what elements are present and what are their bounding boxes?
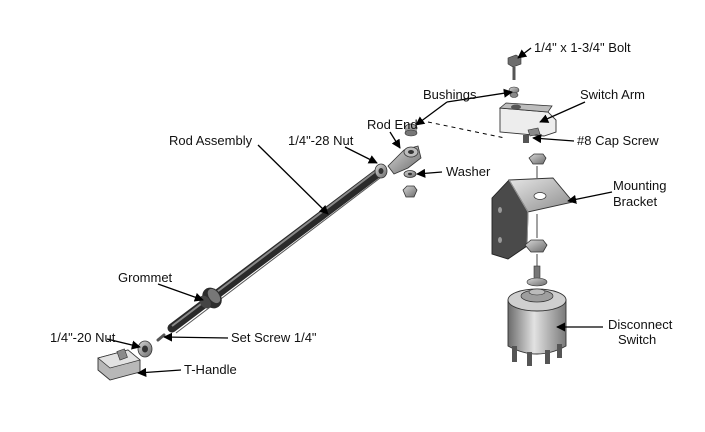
nut-20-part	[137, 340, 153, 358]
washer-part	[403, 170, 417, 178]
label-rod-assembly: Rod Assembly	[169, 133, 253, 148]
leader-bushings-a	[415, 101, 448, 126]
alignment-dash-line	[427, 121, 506, 139]
rod-assembly-part	[167, 165, 387, 334]
label-bushings: Bushings	[423, 87, 477, 102]
leader-mounting-bracket	[567, 191, 613, 204]
label-mounting-bracket-line1: Mounting	[613, 178, 666, 193]
leader-washer	[416, 168, 443, 178]
label-grommet: Grommet	[118, 270, 173, 285]
leader-bushings-b	[446, 88, 513, 103]
label-disconnect-switch-line1: Disconnect	[608, 317, 673, 332]
label-bolt: 1/4" x 1-3/4" Bolt	[534, 40, 631, 55]
label-mounting-bracket-line2: Bracket	[613, 194, 657, 209]
label-set-screw: Set Screw 1/4"	[231, 330, 317, 345]
leader-nut-20	[106, 338, 141, 350]
grommet-part	[199, 287, 222, 309]
label-washer: Washer	[446, 164, 491, 179]
rod-end-part	[387, 145, 422, 175]
leader-t-handle	[137, 367, 182, 377]
bracket-nut-part	[524, 239, 548, 253]
bushing-upper-part	[404, 123, 418, 137]
leader-bolt	[517, 47, 532, 59]
disconnect-switch-part	[507, 265, 567, 366]
set-screw-part	[156, 333, 166, 342]
t-handle-part	[97, 348, 141, 381]
leader-cap-screw	[532, 134, 575, 144]
label-nut-20: 1/4"-20 Nut	[50, 330, 116, 345]
label-cap-screw: #8 Cap Screw	[577, 133, 659, 148]
rod-end-lower-nut-part	[402, 185, 418, 198]
mounting-bracket-part	[491, 177, 574, 260]
label-rod-end: Rod End	[367, 117, 418, 132]
leader-switch-arm	[539, 101, 586, 123]
switch-arm-part	[498, 102, 557, 137]
label-switch-arm: Switch Arm	[580, 87, 645, 102]
cap-screw-part	[523, 135, 547, 165]
nut-28-part	[374, 163, 388, 179]
leader-nut-28	[344, 146, 378, 164]
label-nut-28: 1/4"-28 Nut	[288, 133, 354, 148]
label-disconnect-switch-line2: Switch	[618, 332, 656, 347]
leader-rod-assembly	[257, 144, 329, 215]
leader-rod-end	[389, 131, 401, 149]
leader-set-screw	[163, 332, 229, 342]
leader-grommet	[157, 283, 204, 302]
label-t-handle: T-Handle	[184, 362, 237, 377]
bolt-part	[507, 54, 522, 98]
